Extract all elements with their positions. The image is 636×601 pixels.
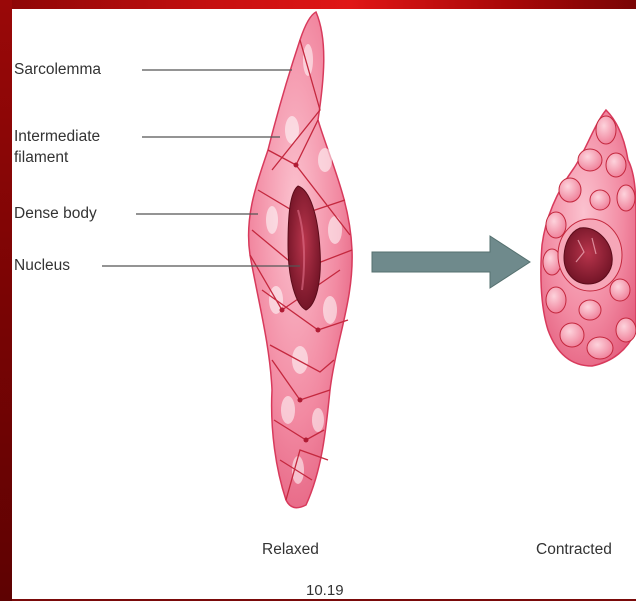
contracted-cell bbox=[541, 110, 636, 366]
intermediate-filament-label-line2: filament bbox=[14, 149, 68, 167]
sarcolemma-label: Sarcolemma bbox=[14, 61, 101, 79]
figure-number: 10.19 bbox=[306, 582, 344, 600]
contraction-arrow bbox=[372, 236, 530, 288]
relaxed-cell bbox=[249, 12, 353, 508]
dense-body-label: Dense body bbox=[14, 205, 97, 223]
intermediate-filament-label-line1: Intermediate bbox=[14, 128, 100, 146]
nucleus-label: Nucleus bbox=[14, 257, 70, 275]
contracted-caption: Contracted bbox=[536, 541, 636, 559]
relaxed-caption: Relaxed bbox=[262, 541, 319, 559]
